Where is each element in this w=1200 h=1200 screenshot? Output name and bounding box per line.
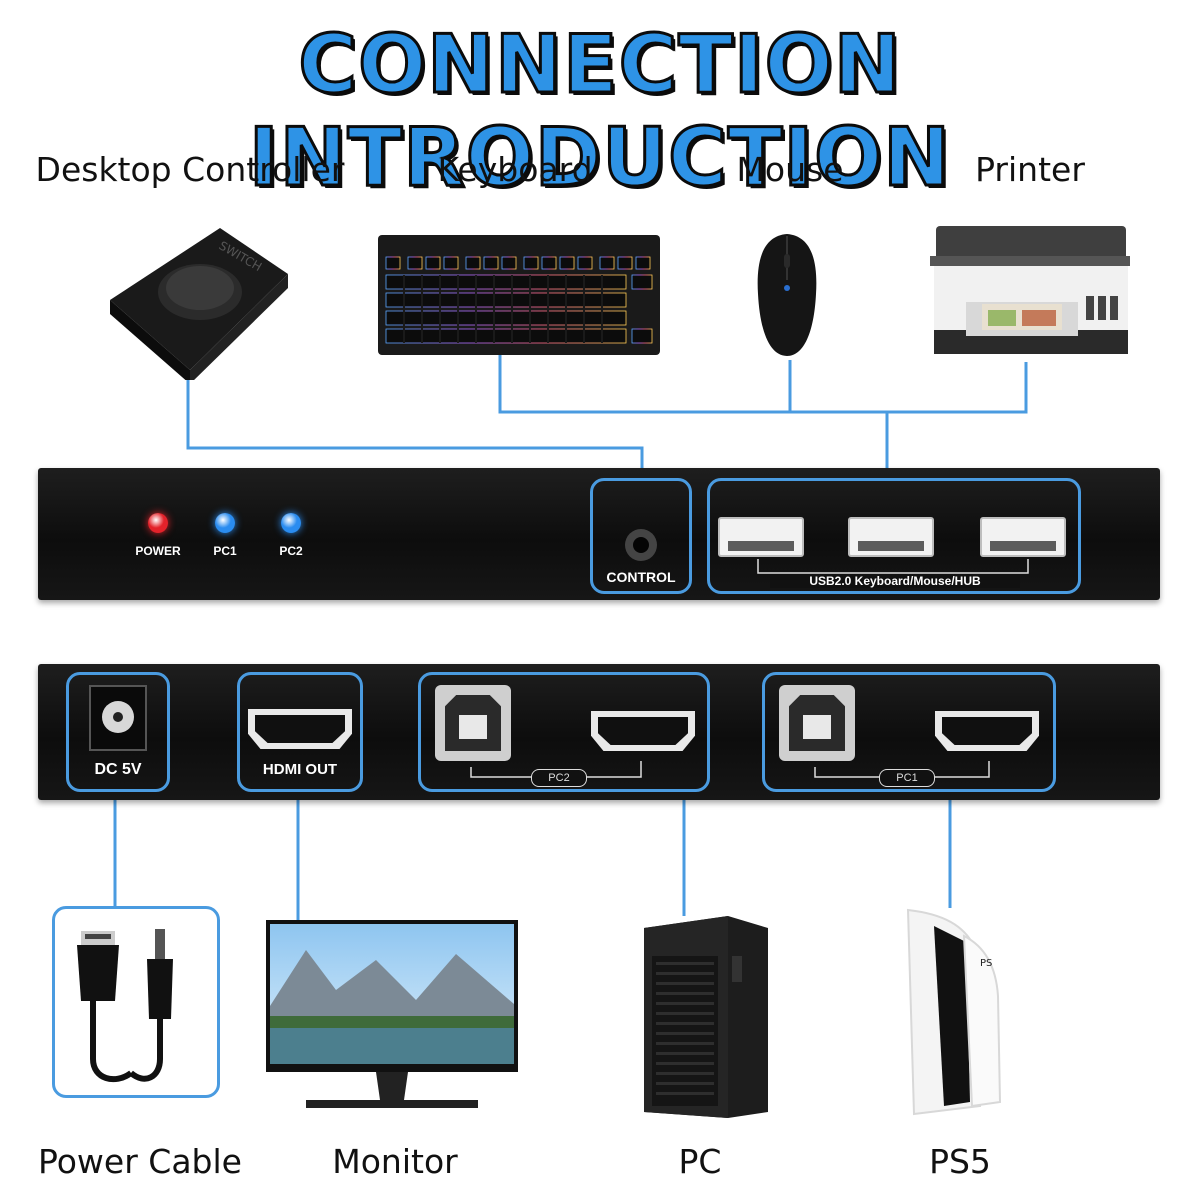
usb-port-3[interactable] xyxy=(980,517,1066,557)
dc-jack[interactable] xyxy=(89,685,147,751)
wire-usb-bus xyxy=(498,355,1028,414)
label-printer: Printer xyxy=(975,150,1085,189)
hdmi-out-highlight: HDMI OUT xyxy=(237,672,363,792)
label-ps5: PS5 xyxy=(929,1142,991,1181)
control-port-highlight: CONTROL xyxy=(590,478,692,594)
pc1-usb-b-port[interactable] xyxy=(779,685,855,761)
label-monitor: Monitor xyxy=(332,1142,458,1181)
pc-tower-image xyxy=(644,916,768,1118)
dc-port-highlight: DC 5V xyxy=(66,672,170,792)
power-cable-image xyxy=(77,929,173,1083)
mouse-image xyxy=(752,232,822,360)
control-label: CONTROL xyxy=(606,569,676,585)
hdmi-out-label: HDMI OUT xyxy=(262,761,338,778)
ps5-image: PS xyxy=(904,906,1004,1120)
usb-port-1[interactable] xyxy=(718,517,804,557)
pc1-led xyxy=(215,513,235,533)
label-mouse: Mouse xyxy=(736,150,844,189)
dc-label: DC 5V xyxy=(94,761,142,778)
usb-hub-label: USB2.0 Keyboard/Mouse/HUB xyxy=(770,574,1020,588)
label-desktop-controller: Desktop Controller xyxy=(35,150,345,189)
front-panel: POWER PC1 PC2 CONTROL USB2.0 Keyboard/Mo… xyxy=(38,468,1160,600)
label-keyboard: Keyboard xyxy=(437,150,593,189)
label-pc: PC xyxy=(678,1142,722,1181)
printer-image xyxy=(926,220,1136,360)
usb-hub-highlight: USB2.0 Keyboard/Mouse/HUB xyxy=(707,478,1081,594)
pc1-hdmi-port[interactable] xyxy=(935,711,1039,751)
page-title: CONNECTION INTRODUCTION xyxy=(247,17,952,206)
power-led xyxy=(148,513,168,533)
desktop-controller-image: SWITCH xyxy=(100,210,290,384)
pc2-led xyxy=(281,513,301,533)
svg-text:PS: PS xyxy=(980,958,992,969)
wire-controller xyxy=(186,380,644,476)
label-power-cable: Power Cable xyxy=(38,1142,242,1181)
pc1-led-label: PC1 xyxy=(213,544,237,558)
keyboard-image xyxy=(378,235,660,355)
hdmi-out-port[interactable] xyxy=(248,709,352,749)
usb-port-2[interactable] xyxy=(848,517,934,557)
pc2-hdmi-port[interactable] xyxy=(591,711,695,751)
rear-panel: DC 5V HDMI OUT PC2 PC1 xyxy=(38,664,1160,800)
pc2-usb-b-port[interactable] xyxy=(435,685,511,761)
pc2-ports-highlight: PC2 xyxy=(418,672,710,792)
pc2-label: PC2 xyxy=(531,769,587,787)
control-jack[interactable] xyxy=(625,529,657,561)
monitor-image xyxy=(266,920,518,1116)
pc1-label: PC1 xyxy=(879,769,935,787)
power-led-label: POWER xyxy=(135,544,181,558)
pc2-led-label: PC2 xyxy=(279,544,303,558)
pc1-ports-highlight: PC1 xyxy=(762,672,1056,792)
power-cable-highlight xyxy=(52,906,220,1098)
